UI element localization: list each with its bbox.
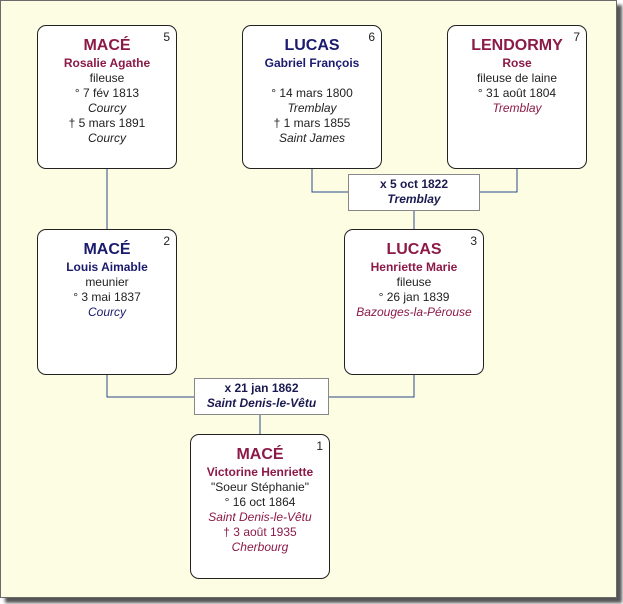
blank-line — [243, 71, 381, 86]
death-place: Courcy — [87, 131, 126, 145]
birth-date: ° 31 août 1804 — [477, 86, 557, 100]
sosa-number: 2 — [163, 234, 170, 248]
marriage-place: Saint Denis-le-Vêtu — [206, 396, 317, 410]
surname: LENDORMY — [471, 37, 563, 54]
person-card-6[interactable]: 6 LUCAS Gabriel François ° 14 mars 1800 … — [242, 25, 382, 169]
given-names: Victorine Henriette — [206, 465, 314, 479]
nickname: "Soeur Stéphanie" — [211, 480, 309, 494]
birth-place: Bazouges-la-Pérouse — [356, 305, 472, 319]
death-place: Cherbourg — [231, 540, 289, 554]
marriage-date: x 21 jan 1862 — [224, 381, 299, 395]
birth-date: ° 3 mai 1837 — [73, 290, 141, 304]
given-names: Rosalie Agathe — [63, 56, 151, 70]
sosa-number: 7 — [573, 30, 580, 44]
sosa-number: 5 — [163, 30, 170, 44]
marriage-date: x 5 oct 1822 — [379, 177, 449, 191]
person-card-2[interactable]: 2 MACÉ Louis Aimable meunier ° 3 mai 183… — [37, 229, 177, 375]
surname: LUCAS — [284, 37, 340, 54]
sosa-number: 1 — [316, 439, 323, 453]
person-card-5[interactable]: 5 MACÉ Rosalie Agathe fileuse ° 7 fév 18… — [37, 25, 177, 169]
death-date: † 1 mars 1855 — [273, 116, 351, 130]
occupation: fileuse — [396, 275, 432, 289]
given-names: Henriette Marie — [370, 260, 458, 274]
person-card-7[interactable]: 7 LENDORMY Rose fileuse de laine ° 31 ao… — [447, 25, 587, 169]
birth-place: Tremblay — [492, 101, 542, 115]
given-names: Rose — [502, 56, 532, 70]
birth-date: ° 14 mars 1800 — [271, 86, 353, 100]
birth-date: ° 16 oct 1864 — [224, 495, 296, 509]
birth-place: Courcy — [87, 305, 126, 319]
person-card-3[interactable]: 3 LUCAS Henriette Marie fileuse ° 26 jan… — [344, 229, 484, 375]
marriage-box-2-3[interactable]: x 21 jan 1862 Saint Denis-le-Vêtu — [194, 378, 329, 415]
surname: MACÉ — [83, 37, 131, 54]
birth-place: Tremblay — [287, 101, 337, 115]
surname: MACÉ — [83, 241, 131, 258]
occupation: fileuse — [89, 71, 125, 85]
birth-date: ° 7 fév 1813 — [74, 86, 140, 100]
birth-place: Courcy — [87, 101, 126, 115]
sosa-number: 6 — [368, 30, 375, 44]
person-card-1[interactable]: 1 MACÉ Victorine Henriette "Soeur Stépha… — [190, 434, 330, 579]
marriage-box-6-7[interactable]: x 5 oct 1822 Tremblay — [348, 174, 480, 211]
occupation: meunier — [85, 275, 129, 289]
birth-date: ° 26 jan 1839 — [378, 290, 450, 304]
given-names: Louis Aimable — [66, 260, 148, 274]
occupation: fileuse de laine — [476, 71, 558, 85]
marriage-place: Tremblay — [387, 192, 441, 206]
surname: MACÉ — [236, 446, 284, 463]
death-place: Saint James — [278, 131, 346, 145]
given-names: Gabriel François — [264, 56, 360, 70]
death-date: † 3 août 1935 — [223, 525, 297, 539]
sosa-number: 3 — [470, 234, 477, 248]
surname: LUCAS — [386, 241, 442, 258]
death-date: † 5 mars 1891 — [68, 116, 146, 130]
birth-place: Saint Denis-le-Vêtu — [208, 510, 312, 524]
